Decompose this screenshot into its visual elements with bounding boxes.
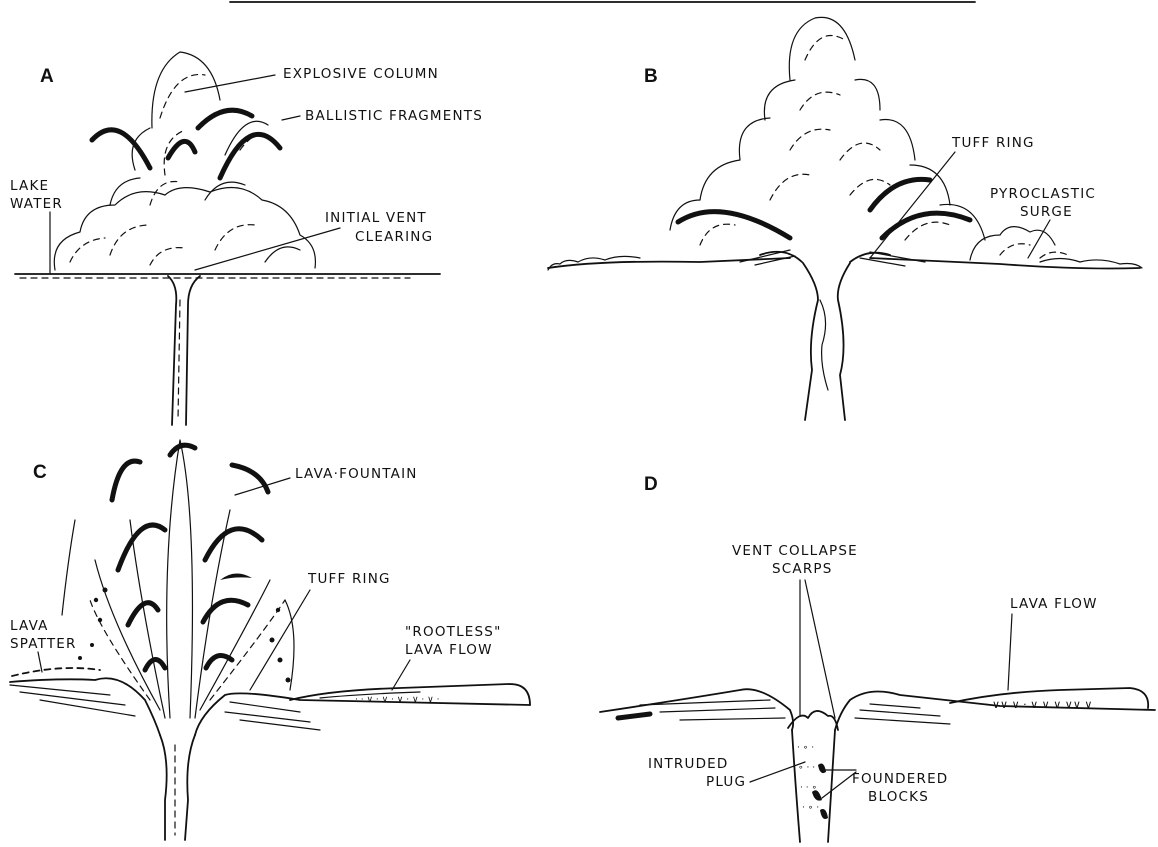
label-rootless-line2: LAVA FLOW xyxy=(405,642,493,658)
panel-c-conduit xyxy=(160,735,195,840)
label-initial-vent-line2: CLEARING xyxy=(355,229,433,245)
lava-flow-d-leader xyxy=(1008,614,1012,690)
panel-d: D · ∨∨ ∨ · ∨ ∨ ∨ ∨∨ ∨ · ∘ · ∘ · · · · ∘ xyxy=(600,474,1155,842)
foundered-leader-2 xyxy=(822,772,856,798)
label-vent-collapse-line1: VENT COLLAPSE xyxy=(732,543,858,559)
panel-b: B xyxy=(548,17,1142,420)
tuff-ring-c-leader xyxy=(250,590,310,690)
label-vent-collapse-line2: SCARPS xyxy=(772,561,833,577)
panel-c-letter: C xyxy=(33,462,47,483)
pyroclastic-leader xyxy=(1028,220,1050,258)
svg-text:· · ∨ · ∨ · ∨ · ∨ · ∨ ·: · · ∨ · ∨ · ∨ · ∨ · ∨ · xyxy=(355,695,439,705)
svg-text:∘ · ·: ∘ · · xyxy=(798,763,815,773)
initial-vent-leader xyxy=(195,228,340,270)
label-pyroclastic-line1: PYROCLASTIC xyxy=(990,186,1096,202)
label-ballistic-fragments: BALLISTIC FRAGMENTS xyxy=(305,108,483,124)
pyroclastic-surge-cloud xyxy=(970,227,1068,260)
intruded-leader xyxy=(750,762,805,782)
panel-c-wisp-left xyxy=(62,520,75,615)
label-tuff-ring-c: TUFF RING xyxy=(307,571,391,587)
label-foundered-line1: FOUNDERED xyxy=(852,771,948,787)
label-lava-spatter-line2: SPATTER xyxy=(10,636,77,652)
explosive-column-leader xyxy=(185,75,275,92)
panel-d-letter: D xyxy=(644,474,658,495)
label-foundered-line2: BLOCKS xyxy=(868,789,929,805)
panel-a-conduit xyxy=(168,276,200,425)
svg-text:· ∘ ·: · ∘ · xyxy=(802,803,819,813)
panel-b-conduit xyxy=(803,263,850,420)
panel-d-tuff-layers xyxy=(618,700,950,724)
panel-d-ground-left xyxy=(600,689,793,730)
panel-c-wisp-right xyxy=(285,600,294,690)
rootless-lava-flow: · · ∨ · ∨ · ∨ · ∨ · ∨ · xyxy=(290,684,530,705)
label-explosive-column: EXPLOSIVE COLUMN xyxy=(283,66,439,82)
panel-a-letter: A xyxy=(40,66,54,87)
lava-spatter-deposit xyxy=(12,668,100,676)
panel-b-letter: B xyxy=(644,66,658,87)
explosive-column xyxy=(110,52,275,205)
svg-text:· ∨∨ ∨ · ∨ ∨ ∨ ∨∨ ∨: · ∨∨ ∨ · ∨ ∨ ∨ ∨∨ ∨ xyxy=(985,698,1092,711)
panel-b-tuff-ring xyxy=(740,250,925,266)
label-lake-water-line2: WATER xyxy=(10,196,63,212)
panel-a-base-cloud xyxy=(54,188,315,271)
vent-collapse-leader-2 xyxy=(805,580,835,718)
panel-a: A xyxy=(10,52,483,425)
rootless-leader xyxy=(392,660,410,690)
label-lake-water-line1: LAKE xyxy=(10,178,49,194)
panel-c: C · · ∨ · ∨ · ∨ · ∨ · ∨ · xyxy=(10,440,530,840)
panel-c-tuff-layers xyxy=(10,685,320,730)
label-rootless-line1: "ROOTLESS" xyxy=(405,624,502,640)
lava-spatter-leader xyxy=(38,652,42,672)
lava-fountain xyxy=(90,440,285,718)
label-lava-flow-d: LAVA FLOW xyxy=(1010,596,1098,612)
label-lava-fountain: LAVA·FOUNTAIN xyxy=(295,466,418,482)
label-pyroclastic-line2: SURGE xyxy=(1020,204,1073,220)
panel-d-conduit-plug: · ∘ · ∘ · · · · ∘ · ∘ · xyxy=(788,711,838,842)
label-tuff-ring-b: TUFF RING xyxy=(951,135,1035,151)
label-intruded-line2: PLUG xyxy=(706,774,746,790)
ballistic-fragments-leader xyxy=(282,116,300,120)
ballistic-fragments xyxy=(92,110,280,178)
label-intruded-line1: INTRUDED xyxy=(648,756,729,772)
label-initial-vent-line1: INITIAL VENT xyxy=(325,210,427,226)
svg-text:· ∘ ·: · ∘ · xyxy=(797,743,814,753)
panel-d-lava-flow: · ∨∨ ∨ · ∨ ∨ ∨ ∨∨ ∨ xyxy=(950,688,1148,711)
label-lava-spatter-line1: LAVA xyxy=(10,618,49,634)
